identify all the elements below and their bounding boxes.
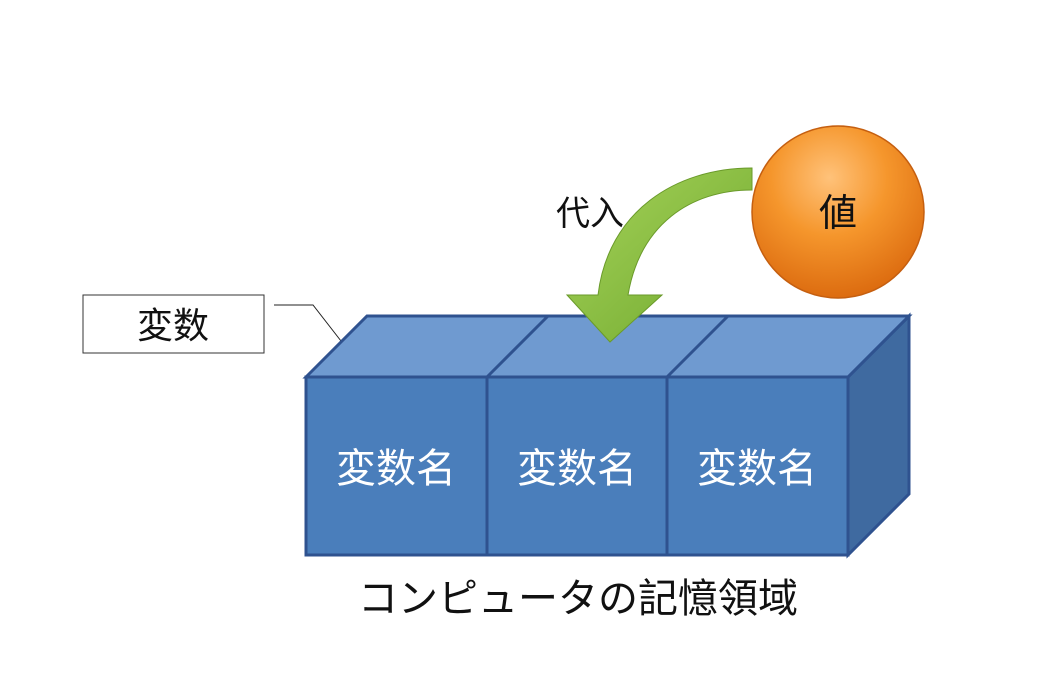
top-divider-2: [665, 314, 730, 379]
variable-callout: 変数: [82, 294, 349, 354]
memory-cell-label: 変数名: [517, 446, 637, 492]
memory-block: 変数名 変数名 変数名: [302, 312, 913, 559]
memory-cell-front: [304, 375, 489, 557]
variable-callout-label: 変数: [137, 306, 209, 347]
value-circle: [751, 125, 925, 299]
value-ball: 値: [751, 125, 925, 299]
assignment-arrow: [565, 167, 753, 343]
top-divider-1: [485, 314, 550, 379]
memory-cell-front: [665, 375, 850, 557]
memory-cell-front: [485, 375, 669, 557]
callout-leader-line: [274, 304, 349, 351]
variable-callout-box: [82, 294, 265, 354]
memory-cell-label: 変数名: [697, 446, 817, 492]
memory-cell: 変数名: [665, 375, 850, 557]
memory-caption: コンピュータの記憶領域: [358, 576, 798, 622]
memory-cell-label: 変数名: [336, 446, 456, 492]
assignment-label: 代入: [556, 194, 624, 234]
value-label: 値: [819, 191, 857, 235]
memory-cell: 変数名: [485, 375, 669, 557]
memory-cell: 変数名: [304, 375, 489, 557]
